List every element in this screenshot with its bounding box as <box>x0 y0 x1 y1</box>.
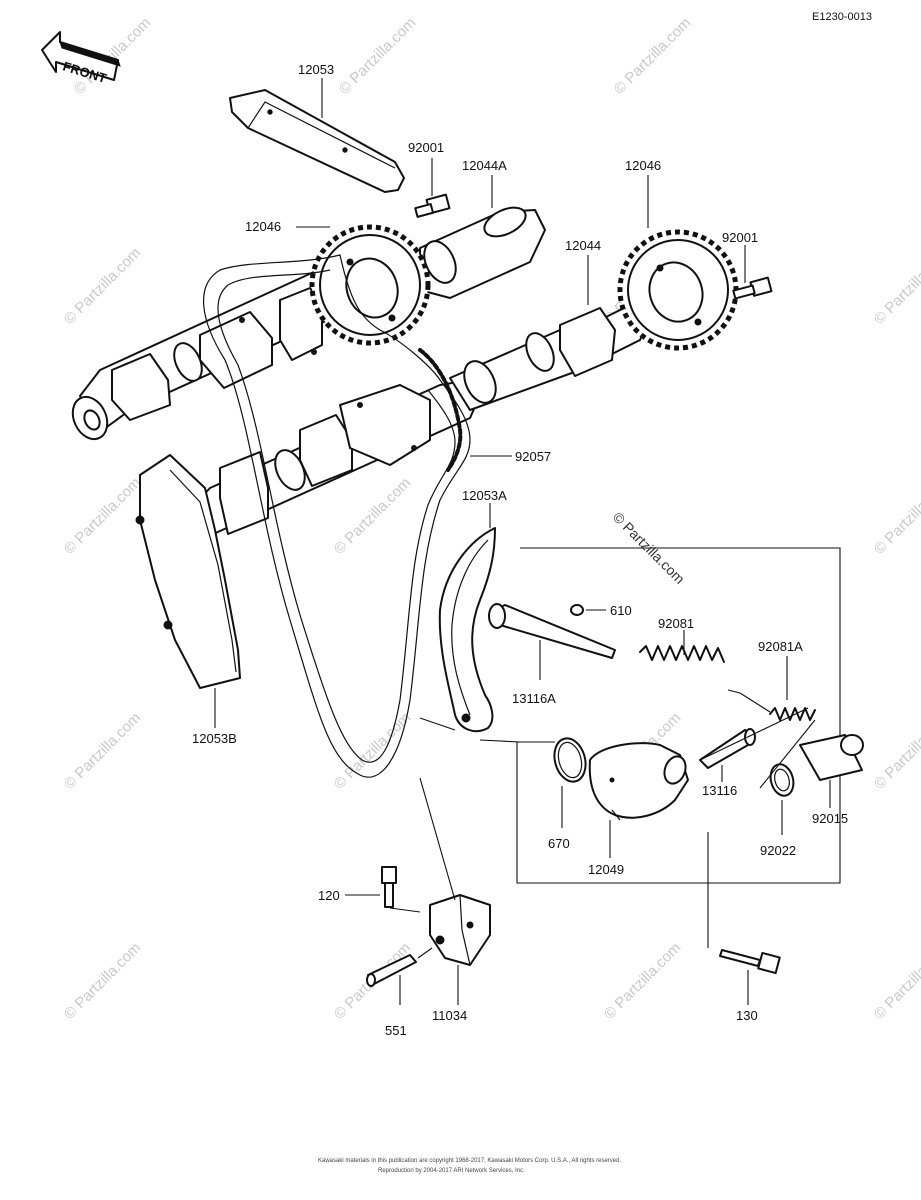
footer-copyright: Kawasaki materials in this publication a… <box>318 1158 621 1164</box>
camshaft-lower-intake <box>173 379 479 541</box>
camshaft-12044 <box>449 299 651 411</box>
bolt-120 <box>381 866 421 913</box>
label-92081A: 92081A <box>758 639 803 654</box>
sprocket-12046-right <box>617 229 739 351</box>
watermark: © Partzilla.com <box>61 939 144 1022</box>
label-92001-right: 92001 <box>722 230 758 245</box>
label-92022: 92022 <box>760 843 796 858</box>
label-92001-top: 92001 <box>408 140 444 155</box>
alignment-lines <box>419 692 816 789</box>
label-670: 670 <box>548 836 570 851</box>
watermark: © Partzilla.com <box>61 474 144 557</box>
spring-92081 <box>639 645 741 694</box>
label-12049: 12049 <box>588 862 624 877</box>
chain-guide-upper <box>229 89 405 193</box>
oring-670 <box>553 737 587 783</box>
label-13116: 13116 <box>702 783 737 798</box>
label-610: 610 <box>610 603 632 618</box>
watermark: © Partzilla.com <box>336 14 419 97</box>
label-12046-right: 12046 <box>625 158 661 173</box>
pin-551 <box>366 947 433 987</box>
label-12044: 12044 <box>565 238 601 253</box>
label-12053B: 12053B <box>192 731 237 746</box>
label-13116A: 13116A <box>512 691 556 706</box>
label-551: 551 <box>385 1023 407 1038</box>
watermark: © Partzilla.com <box>871 939 921 1022</box>
chain-guide-12053A <box>438 527 496 733</box>
cap-92015 <box>799 734 864 781</box>
pin-610 <box>570 604 584 616</box>
watermark: © Partzilla.com <box>331 474 414 557</box>
watermark: © Partzilla.com <box>331 709 414 792</box>
chain-guide-12053B <box>135 454 241 689</box>
label-130: 130 <box>736 1008 758 1023</box>
watermark: © Partzilla.com <box>61 244 144 327</box>
camshaft-upper-intake <box>419 206 546 299</box>
footer-reproduction: Reproduction by 2004-2017 ARI Network Se… <box>378 1168 525 1174</box>
sprocket-12046-left <box>309 224 431 346</box>
bolt-92001-right <box>732 276 773 300</box>
push-rod-13116A <box>488 603 616 659</box>
tensioner-frame <box>516 547 841 884</box>
bolt-92001-top <box>414 193 451 218</box>
spring-92081A <box>769 707 816 721</box>
label-92057: 92057 <box>515 449 551 464</box>
label-11034: 11034 <box>432 1008 467 1023</box>
plunger-13116 <box>699 728 756 769</box>
bracket-11034 <box>419 777 491 966</box>
watermark: © Partzilla.com <box>61 709 144 792</box>
label-120: 120 <box>318 888 340 903</box>
ring-92022 <box>769 763 795 797</box>
watermark: © Partzilla.com <box>871 474 921 557</box>
label-92081: 92081 <box>658 616 694 631</box>
front-arrow: FRONT <box>41 31 121 86</box>
label-12044A: 12044A <box>462 158 507 173</box>
camshaft-upper-exhaust <box>71 259 381 441</box>
label-12046-left: 12046 <box>245 219 281 234</box>
label-92015: 92015 <box>812 811 848 826</box>
watermark: © Partzilla.com <box>871 709 921 792</box>
watermark: © Partzilla.com <box>601 939 684 1022</box>
watermark: © Partzilla.com <box>611 14 694 97</box>
label-12053A: 12053A <box>462 488 507 503</box>
tensioner-body-12049 <box>588 742 689 821</box>
diagram-id: E1230-0013 <box>812 11 872 23</box>
cam-chain-92057 <box>202 254 471 778</box>
watermark: © Partzilla.com <box>871 244 921 327</box>
label-12053: 12053 <box>298 62 334 77</box>
bolt-130 <box>707 832 781 975</box>
